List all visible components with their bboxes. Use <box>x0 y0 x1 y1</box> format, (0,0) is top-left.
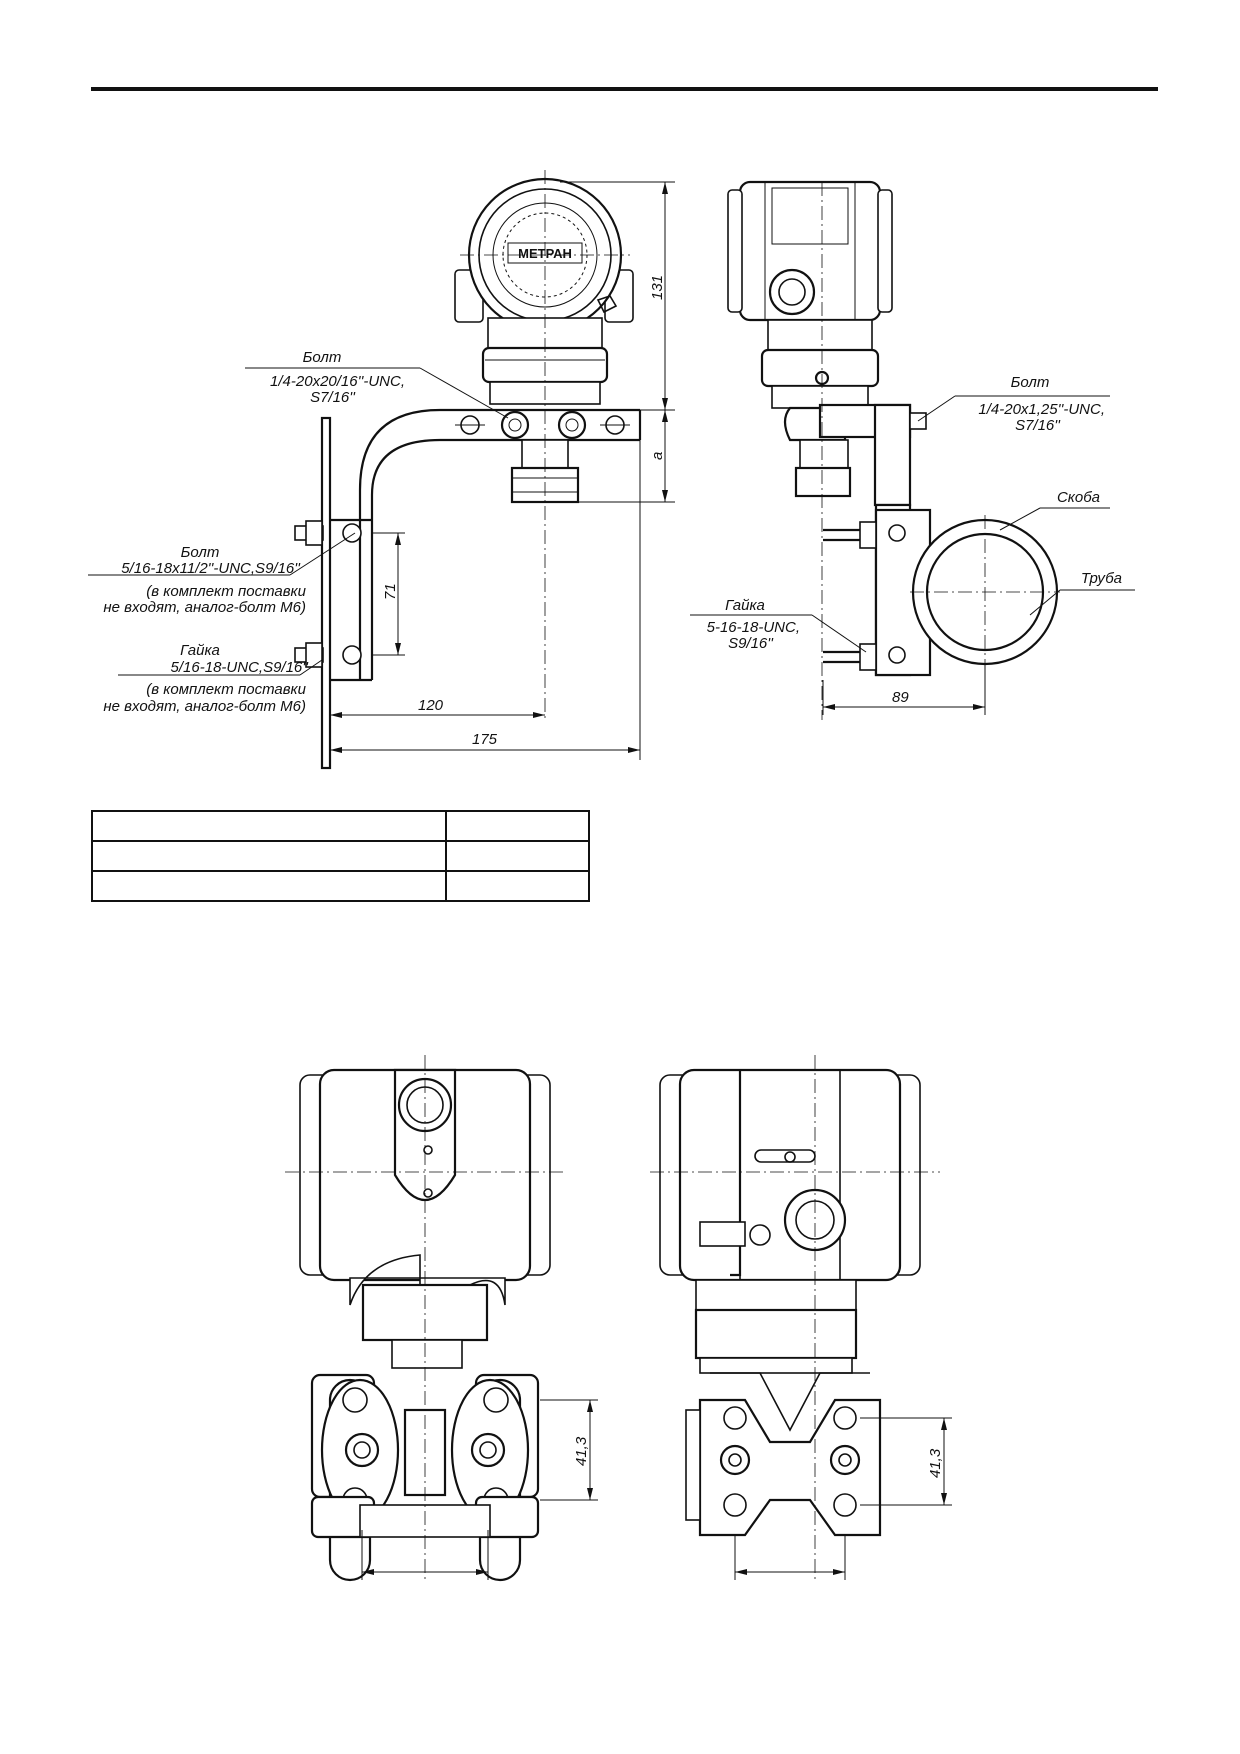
dimension-a: a <box>578 410 675 503</box>
bottom-left-view: 41,3 <box>285 1055 598 1582</box>
dim-width-label: 89 <box>892 689 909 706</box>
dim-total-width-label: 175 <box>472 731 498 748</box>
table-cell <box>445 840 590 872</box>
right-nut-title: Гайка <box>725 597 765 614</box>
dimension-131: 131 <box>560 181 675 411</box>
table-row <box>91 810 590 842</box>
bolt-bottom-note1: (в комплект поставки <box>146 583 306 600</box>
table-row <box>91 870 590 902</box>
bracket-label: Скоба <box>1057 489 1100 506</box>
dim-height-label: 131 <box>649 275 666 300</box>
callout-right-bolt: Болт 1/4-20x1,25''-UNC, S7/16'' <box>917 374 1110 434</box>
bolt-bottom-spec: 5/16-18x11/2''-UNC,S9/16'' <box>121 560 301 577</box>
table-row <box>91 840 590 872</box>
pipe-label: Труба <box>1081 570 1122 587</box>
bottom-right-view: 41,3 <box>650 1055 952 1580</box>
spec-table <box>91 810 590 902</box>
table-cell <box>91 870 447 902</box>
dimension-71: 71 <box>372 532 405 656</box>
callout-nut: Гайка 5/16-18-UNC,S9/16'' (в комплект по… <box>103 642 323 715</box>
dimension-89: 89 <box>822 665 986 715</box>
bolt-bottom-note2: не входят, аналог-болт М6) <box>103 599 306 616</box>
mounting-bracket <box>294 408 642 770</box>
bottom-right-dim-label: 41,3 <box>927 1448 944 1478</box>
table-cell <box>91 840 447 872</box>
table-cell <box>445 810 590 842</box>
bolt-bottom-title: Болт <box>181 544 220 561</box>
nut-note2: не входят, аналог-болт М6) <box>103 698 306 715</box>
dimension-120: 120 <box>329 690 545 725</box>
right-nut-spec: 5-16-18-UNC, <box>707 619 800 636</box>
right-bolt-title: Болт <box>1011 374 1050 391</box>
nut-spec: 5/16-18-UNC,S9/16'' <box>171 659 310 676</box>
table-cell <box>445 870 590 902</box>
bolt-top-spec: 1/4-20x20/16''-UNC, <box>270 373 405 390</box>
callout-bracket: Скоба <box>999 489 1110 531</box>
callout-bolt-top: Болт 1/4-20x20/16''-UNC, S7/16'' <box>245 349 509 419</box>
dim-spacing-label: 71 <box>382 583 399 600</box>
dimension-175: 175 <box>329 440 641 760</box>
right-bolt-key: S7/16'' <box>1015 417 1061 434</box>
table-cell <box>91 810 447 842</box>
bolt-top-title: Болт <box>303 349 342 366</box>
dim-a-label: a <box>649 452 666 460</box>
callout-bolt-bottom: Болт 5/16-18x11/2''-UNC,S9/16'' (в компл… <box>88 532 356 616</box>
nut-title: Гайка <box>180 642 220 659</box>
transmitter-side-view <box>727 180 1060 720</box>
bolt-top-key: S7/16'' <box>310 389 356 406</box>
right-nut-key: S9/16'' <box>728 635 774 652</box>
dim-axis-offset-label: 120 <box>418 697 444 714</box>
nut-note1: (в комплект поставки <box>146 681 306 698</box>
transmitter-front-view: МЕТРАН <box>454 177 634 405</box>
callout-pipe: Труба <box>1029 570 1135 616</box>
right-bolt-spec: 1/4-20x1,25''-UNC, <box>978 401 1105 418</box>
bottom-left-dim-label: 41,3 <box>573 1436 590 1466</box>
callout-right-nut: Гайка 5-16-18-UNC, S9/16'' <box>690 597 867 653</box>
